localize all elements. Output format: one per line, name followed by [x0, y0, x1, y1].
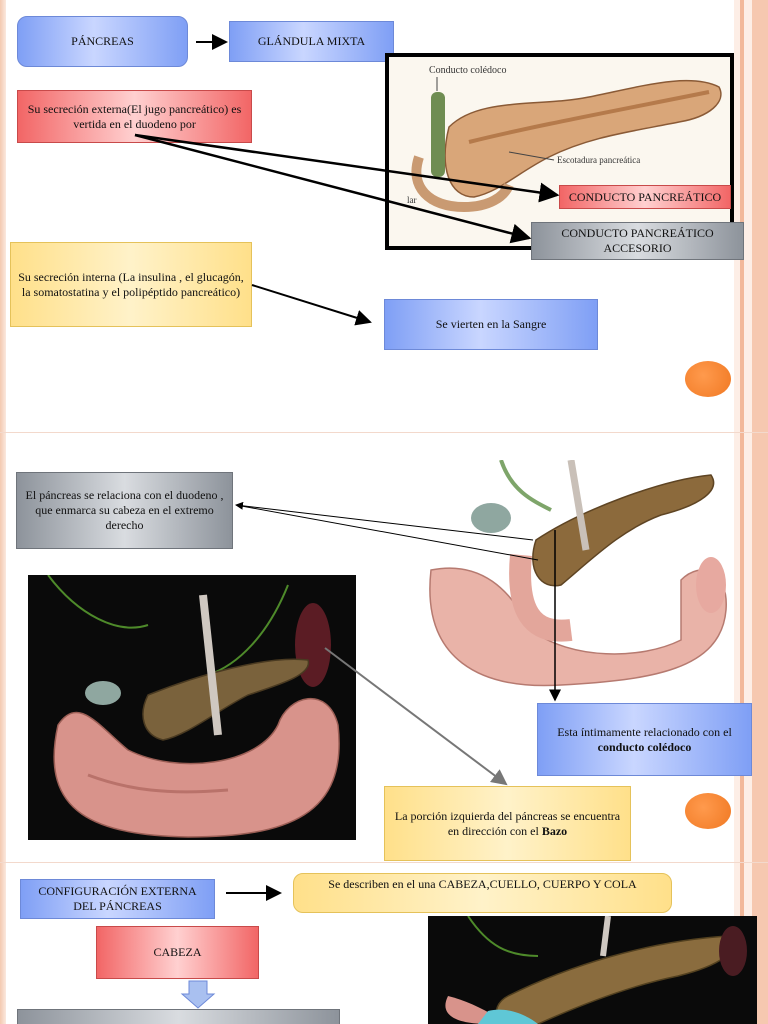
conducto-pancreatico-box: CONDUCTO PANCREÁTICO	[559, 185, 731, 209]
conducto-coledoco-label: Conducto colédoco	[429, 65, 506, 76]
sangre-box: Se vierten en la Sangre	[384, 299, 598, 350]
orange-bullet	[685, 361, 731, 397]
slide-separator	[0, 862, 768, 863]
duodeno-illustration	[421, 460, 730, 690]
down-arrow-icon	[182, 981, 214, 1008]
pancreas-3d-illustration	[428, 916, 757, 1024]
next-box-partial	[17, 1009, 340, 1024]
page-right-border	[734, 0, 768, 1024]
abdomen-illustration	[28, 575, 356, 840]
secrecion-interna-box: Su secreción interna (La insulina , el g…	[10, 242, 252, 327]
lar-label: lar	[407, 195, 417, 205]
coledoco-box: Esta íntimamente relacionado con el cond…	[537, 703, 752, 776]
bazo-bold: Bazo	[542, 824, 567, 838]
escotadura-label: Escotadura pancreática	[557, 155, 640, 165]
pancreas-box: PÁNCREAS	[17, 16, 188, 67]
secrecion-externa-box: Su secreción externa(El jugo pancreático…	[17, 90, 252, 143]
arrow-to-sangre	[252, 285, 370, 322]
glandula-mixta-box: GLÁNDULA MIXTA	[229, 21, 394, 62]
orange-bullet	[685, 793, 731, 829]
configuracion-box: CONFIGURACIÓN EXTERNA DEL PÁNCREAS	[20, 879, 215, 919]
cabeza-box: CABEZA	[96, 926, 259, 979]
coledoco-bold: conducto colédoco	[598, 740, 692, 754]
bazo-box: La porción izquierda del páncreas se enc…	[384, 786, 631, 861]
duodeno-box: El páncreas se relaciona con el duodeno …	[16, 472, 233, 549]
pancreas-illustration: Conducto colédoco Escotadura pancreática…	[385, 53, 734, 250]
describen-box: Se describen en el una CABEZA,CUELLO, CU…	[293, 873, 672, 913]
page-left-border	[0, 0, 6, 1024]
conducto-accesorio-box: CONDUCTO PANCREÁTICO ACCESORIO	[531, 222, 744, 260]
slide-separator	[0, 432, 768, 433]
